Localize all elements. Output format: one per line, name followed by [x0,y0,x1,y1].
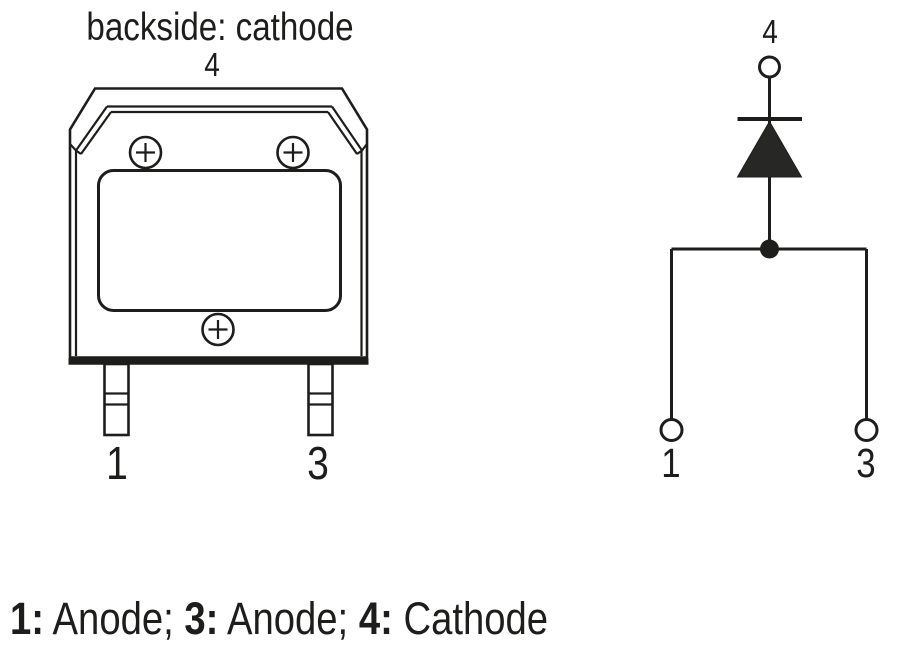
die-pad-outline [97,169,342,312]
backside-cathode-label: backside: cathode [86,6,354,49]
legend-pin-number: 1: [10,593,45,644]
diode-schematic [659,55,879,442]
legend-pin-number: 3: [184,593,219,644]
package-bevel-lines [69,105,368,356]
lead-1 [103,362,130,437]
schematic-pin1-label: 1 [661,440,681,486]
package-top-view [68,87,369,437]
screw-mark-icon [128,135,163,170]
pin-legend: 1: Anode; 3: Anode; 4: Cathode [10,596,548,641]
package-pin1-label: 1 [106,437,128,489]
lead-3 [307,362,334,437]
legend-pin-number: 4: [358,593,393,644]
schematic-pin4-label: 4 [762,13,778,50]
terminal-3-circle [854,418,879,442]
package-pin3-label: 3 [307,437,329,489]
screw-mark-icon [201,312,235,347]
schematic-pin3-label: 3 [856,440,876,486]
package-pin4-label: 4 [204,46,220,83]
terminal-1-circle [659,418,684,442]
screw-mark-icon [276,135,310,170]
legend-pin-name: Anode; [52,593,174,644]
diode-triangle [736,120,803,178]
legend-pin-name: Anode; [226,593,349,644]
legend-pin-name: Cathode [403,593,549,644]
terminal-4-circle [758,55,781,79]
